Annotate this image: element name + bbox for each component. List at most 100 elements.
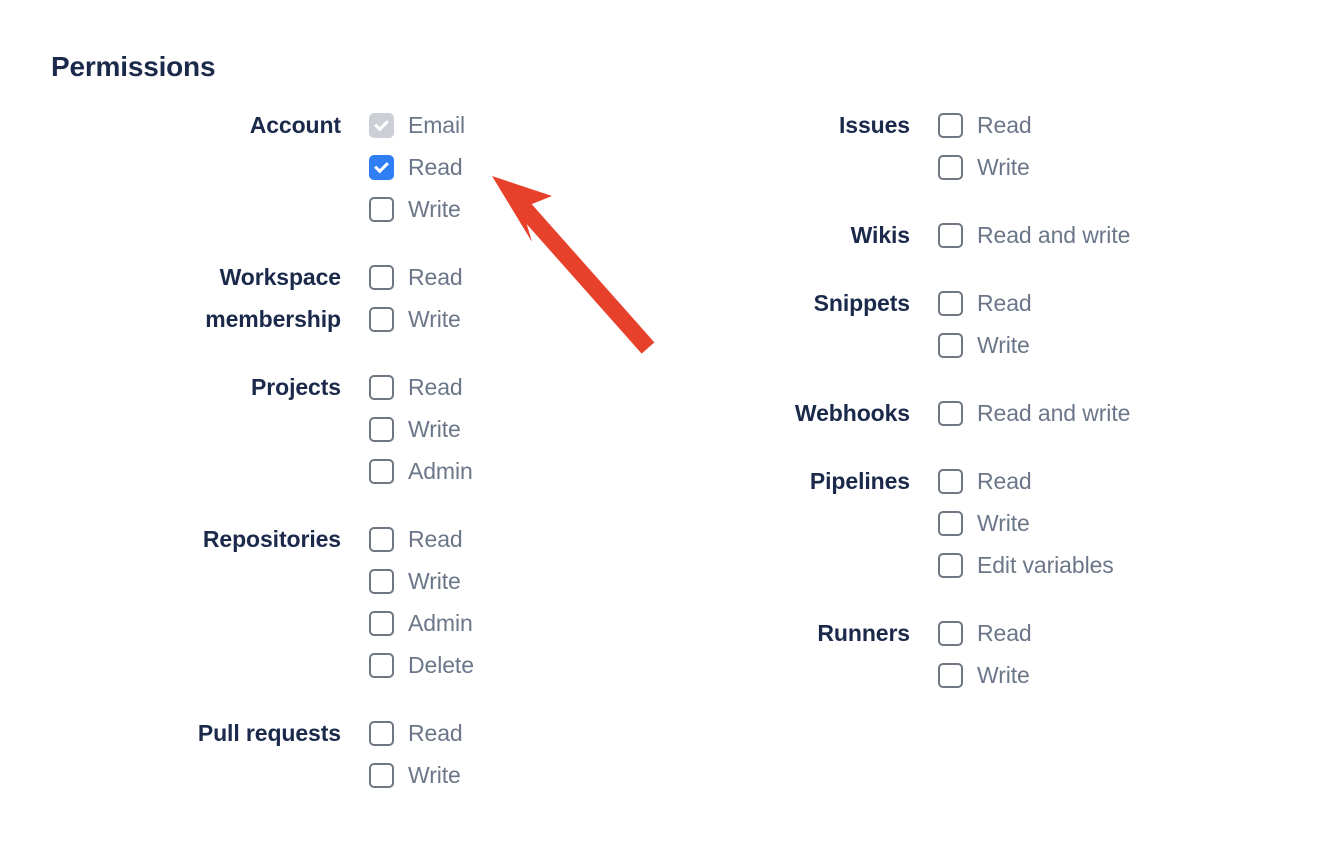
- permission-option-label[interactable]: Write: [408, 762, 461, 788]
- checkbox-read[interactable]: [369, 526, 394, 552]
- permission-option-label[interactable]: Read: [977, 468, 1032, 494]
- permission-option-label[interactable]: Read: [408, 154, 463, 180]
- checkbox-edit-variables[interactable]: [938, 552, 963, 578]
- permission-option-row[interactable]: Write: [369, 298, 660, 340]
- permission-option-row[interactable]: Write: [938, 324, 1322, 366]
- check-icon: [374, 116, 389, 131]
- checkbox-write[interactable]: [369, 306, 394, 332]
- checkbox-read[interactable]: [369, 720, 394, 746]
- permission-option-row[interactable]: Read: [369, 146, 660, 188]
- permission-group: Webhooks Read and write: [640, 392, 1322, 434]
- permission-option-label[interactable]: Email: [408, 112, 466, 138]
- permission-option-row[interactable]: Read: [369, 366, 660, 408]
- permission-group-label: Pipelines: [809, 468, 910, 494]
- checkbox-admin[interactable]: [369, 458, 394, 484]
- permission-option-row[interactable]: Write: [369, 560, 660, 602]
- permission-option-label[interactable]: Read: [977, 290, 1032, 316]
- checkbox-read[interactable]: [369, 264, 394, 290]
- checkbox-delete[interactable]: [369, 652, 394, 678]
- permission-option-row[interactable]: Read: [938, 104, 1322, 146]
- checkbox-read-and-write[interactable]: [938, 400, 963, 426]
- checkbox-write[interactable]: [938, 510, 963, 536]
- permission-option-label[interactable]: Read: [408, 720, 463, 746]
- permission-option-row[interactable]: Delete: [369, 644, 660, 686]
- checkbox-read[interactable]: [938, 468, 963, 494]
- permission-option-row[interactable]: Read: [369, 256, 660, 298]
- permission-option-label[interactable]: Write: [977, 510, 1030, 536]
- permission-option-label[interactable]: Read: [408, 526, 463, 552]
- permission-group-label: Projects: [251, 374, 341, 400]
- permission-option-label[interactable]: Delete: [408, 652, 474, 678]
- permission-option-row[interactable]: Write: [369, 408, 660, 450]
- permission-group-label: Webhooks: [794, 400, 910, 426]
- permission-option-label[interactable]: Read: [977, 112, 1032, 138]
- permission-option-label[interactable]: Read: [408, 374, 463, 400]
- permission-option-row[interactable]: Email: [369, 104, 660, 146]
- permission-option-row[interactable]: Read: [938, 612, 1322, 654]
- permission-option-label[interactable]: Write: [977, 332, 1030, 358]
- permission-group-label: Runners: [817, 620, 910, 646]
- checkbox-write[interactable]: [938, 332, 963, 358]
- permission-option-row[interactable]: Read: [369, 518, 660, 560]
- permission-option-label[interactable]: Edit variables: [977, 552, 1114, 578]
- checkbox-read[interactable]: [938, 112, 963, 138]
- checkbox-read[interactable]: [938, 620, 963, 646]
- permission-option-row[interactable]: Read and write: [938, 214, 1322, 256]
- permission-option-row[interactable]: Write: [369, 188, 660, 230]
- permission-option-label[interactable]: Read: [977, 620, 1032, 646]
- permission-option-row[interactable]: Write: [938, 146, 1322, 188]
- permission-option-label[interactable]: Write: [408, 196, 461, 222]
- checkbox-read-and-write[interactable]: [938, 222, 963, 248]
- permission-group-label: Pull requests: [197, 720, 341, 746]
- permission-group-label: Wikis: [850, 222, 910, 248]
- permission-option-label[interactable]: Write: [977, 154, 1030, 180]
- permission-option-label[interactable]: Read and write: [977, 222, 1131, 248]
- permission-group-label: Snippets: [813, 290, 910, 316]
- permission-option-row[interactable]: Read: [369, 712, 660, 754]
- checkbox-write[interactable]: [369, 196, 394, 222]
- permission-option-label[interactable]: Read and write: [977, 400, 1131, 426]
- checkbox-read[interactable]: [369, 154, 394, 180]
- permission-option-list: Read and write: [910, 392, 1322, 434]
- checkbox-write[interactable]: [938, 154, 963, 180]
- permission-option-row[interactable]: Admin: [369, 450, 660, 492]
- permission-group-label: Issues: [838, 112, 910, 138]
- checkbox-write[interactable]: [369, 568, 394, 594]
- permission-option-row[interactable]: Read: [938, 282, 1322, 324]
- permission-option-row[interactable]: Edit variables: [938, 544, 1322, 586]
- permission-option-row[interactable]: Write: [938, 654, 1322, 696]
- permission-option-label[interactable]: Admin: [408, 610, 473, 636]
- checkbox-read[interactable]: [369, 374, 394, 400]
- permission-option-label[interactable]: Write: [408, 568, 461, 594]
- permission-option-label[interactable]: Admin: [408, 458, 473, 484]
- checkbox-admin[interactable]: [369, 610, 394, 636]
- permission-option-row[interactable]: Write: [938, 502, 1322, 544]
- checkbox-write[interactable]: [369, 416, 394, 442]
- permission-option-label[interactable]: Write: [977, 662, 1030, 688]
- checkbox-read[interactable]: [938, 290, 963, 316]
- permission-option-row[interactable]: Read: [938, 460, 1322, 502]
- permission-option-label[interactable]: Write: [408, 306, 461, 332]
- checkbox-write[interactable]: [938, 662, 963, 688]
- permission-option-row[interactable]: Write: [369, 754, 660, 796]
- permission-option-label[interactable]: Write: [408, 416, 461, 442]
- permission-group-label: Workspace membership: [205, 264, 341, 332]
- checkbox-write[interactable]: [369, 762, 394, 788]
- permission-option-row[interactable]: Read and write: [938, 392, 1322, 434]
- permission-option-label[interactable]: Read: [408, 264, 463, 290]
- permission-option-row[interactable]: Admin: [369, 602, 660, 644]
